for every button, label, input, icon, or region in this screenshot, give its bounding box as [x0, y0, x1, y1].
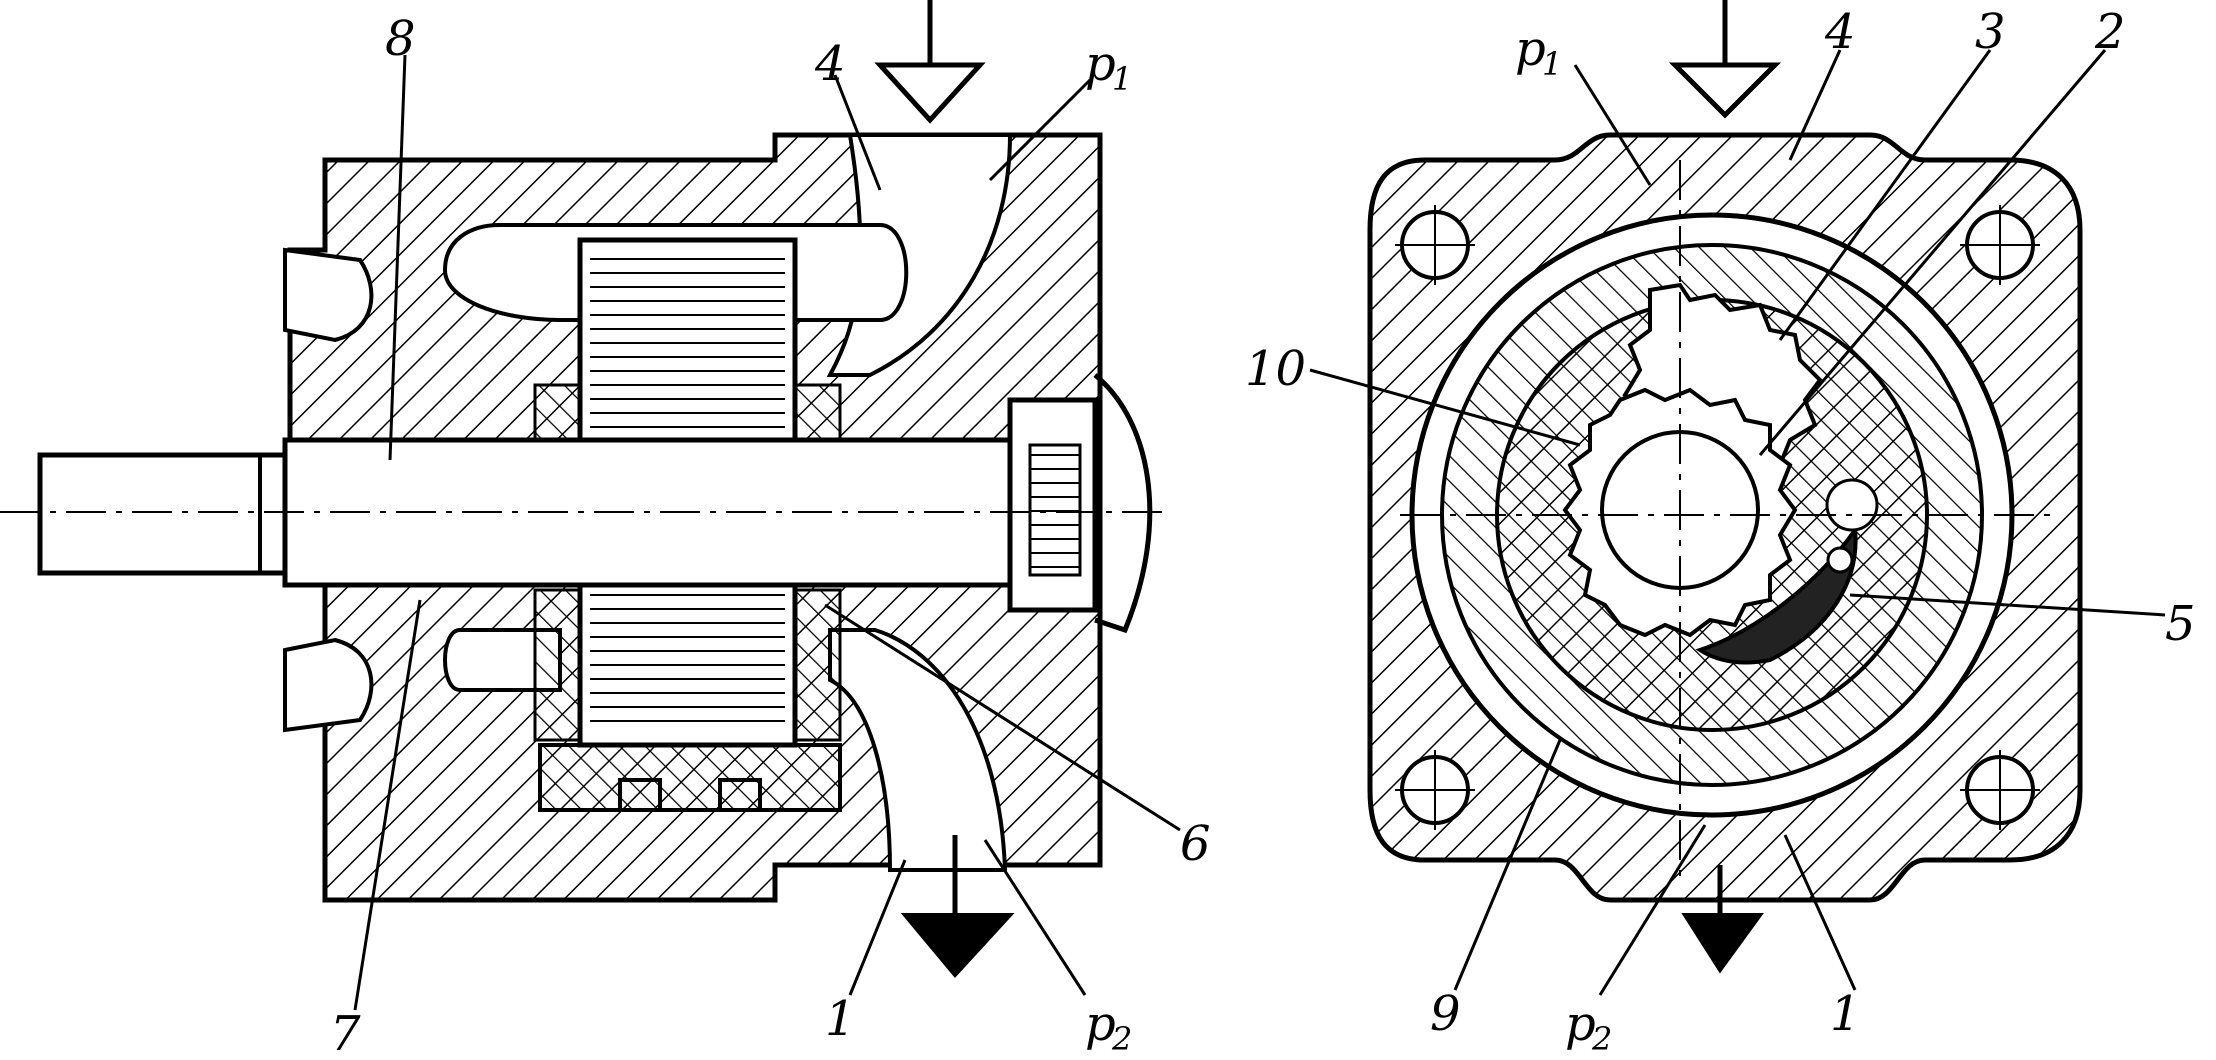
bearing-block — [538, 743, 842, 812]
label-p2-left-sub: 2 — [1111, 1020, 1132, 1058]
leader-p1-left — [988, 78, 1092, 182]
leader-4-left — [833, 74, 882, 191]
label-3: 3 — [1975, 4, 2006, 60]
left-outlet-arrow — [900, 913, 1015, 979]
label-9: 9 — [1430, 986, 1461, 1042]
label-1-left: 1 — [825, 991, 856, 1047]
bolt-hole-crosshairs — [1395, 205, 2040, 830]
leader-1-right — [1783, 834, 1857, 991]
label-6: 6 — [1180, 816, 1211, 872]
crescent-pin — [1826, 546, 1854, 574]
leader-5 — [1849, 593, 2166, 617]
label-p2-right: p — [1565, 996, 1596, 1052]
end-nut-knurl — [1028, 443, 1082, 577]
leader-9 — [1453, 739, 1562, 991]
left-inlet-arrow — [874, 62, 986, 124]
leader-p2-left — [983, 839, 1087, 996]
leader-8 — [388, 54, 407, 461]
label-p2-left: p — [1085, 996, 1116, 1052]
right-outlet-arrow — [1681, 913, 1764, 974]
label-4-left: 4 — [814, 36, 846, 92]
label-p1-right-sub: 1 — [1542, 45, 1562, 83]
label-p1-left-sub: 1 — [1112, 60, 1132, 98]
label-2: 2 — [2094, 4, 2126, 60]
seal-top — [283, 247, 374, 343]
leader-1-left — [848, 859, 907, 996]
shaft-end — [37, 452, 288, 576]
leader-2 — [1758, 49, 2107, 456]
label-4-right: 4 — [1824, 4, 1856, 60]
leader-4-right — [1788, 49, 1842, 161]
label-p1-left: p — [1085, 36, 1116, 92]
label-8: 8 — [385, 11, 416, 67]
right-inlet-arrow — [1668, 62, 1782, 119]
label-5: 5 — [2165, 596, 2196, 652]
lower-cavity — [443, 628, 562, 692]
driven-gear-pin — [1825, 478, 1879, 532]
leader-3 — [1778, 49, 1992, 341]
left-bushing-top — [533, 383, 582, 442]
seal-bottom — [283, 637, 374, 733]
end-cap — [1093, 373, 1153, 634]
leader-p2-right — [1598, 824, 1707, 996]
label-p1-right: p — [1515, 21, 1546, 77]
left-bushing-bottom — [533, 588, 582, 742]
label-10: 10 — [1245, 341, 1306, 397]
right-section-view: p 1 4 3 2 10 5 9 p 2 1 — [1245, 0, 2196, 1058]
leader-p1-right — [1573, 64, 1652, 186]
crescent-filler — [1695, 524, 1858, 665]
label-7: 7 — [330, 1006, 361, 1060]
leader-10 — [1309, 368, 1581, 447]
leader-7 — [353, 599, 422, 1011]
left-section-view: 8 4 p 1 7 1 p 2 6 — [0, 0, 1211, 1060]
bearing-slots — [618, 778, 762, 810]
label-p2-right-sub: 2 — [1591, 1020, 1612, 1058]
right-bushing-top — [793, 383, 842, 442]
leader-6 — [824, 603, 1181, 832]
label-1-right: 1 — [1830, 986, 1861, 1042]
right-bushing-bottom — [793, 588, 842, 742]
